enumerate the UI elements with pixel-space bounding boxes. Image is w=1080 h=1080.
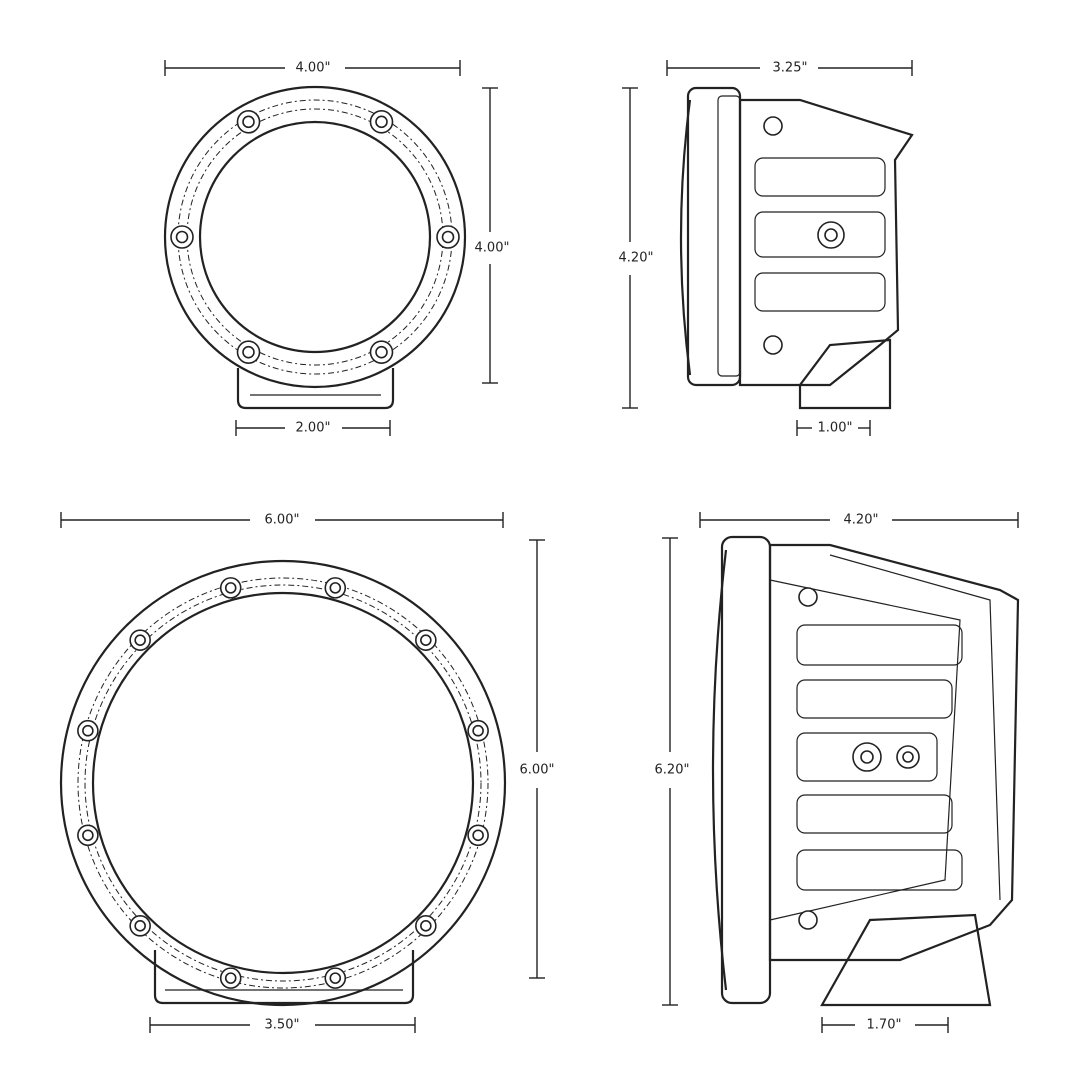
small-front-mount-label: 2.00" xyxy=(296,421,331,436)
bolt-icon xyxy=(224,972,237,984)
lens-outline-large xyxy=(91,591,475,975)
large-side-height-label: 6.20" xyxy=(655,763,690,778)
bolt-icon xyxy=(472,724,484,737)
small-front-view: 4.00" 4.00" 2.00" xyxy=(163,60,510,436)
large-front-view: 6.00" 6.00" 3.50" xyxy=(59,512,555,1033)
mount-bracket xyxy=(236,368,395,410)
bolt-icon xyxy=(472,829,484,842)
mount-bracket-large xyxy=(153,950,415,1005)
large-side-mount-label: 1.70" xyxy=(867,1018,902,1033)
mount-side xyxy=(798,338,892,410)
bolt-icon xyxy=(420,634,432,646)
bolt-icon xyxy=(242,115,255,129)
bolt-icon xyxy=(329,582,342,594)
bolt-icon xyxy=(175,230,189,244)
bolt-icon xyxy=(82,829,94,842)
bezel-outline-large xyxy=(59,559,507,1007)
small-side-height-label: 4.20" xyxy=(619,251,654,266)
housing-side-large xyxy=(768,543,1020,962)
bolt-icon xyxy=(329,972,342,984)
large-front-height-label: 6.00" xyxy=(520,763,555,778)
mount-side-large xyxy=(820,913,992,1007)
lens-outline xyxy=(198,120,432,354)
small-side-depth-label: 3.25" xyxy=(773,61,808,76)
bolt-icon xyxy=(134,920,146,932)
housing-side xyxy=(738,98,914,387)
bezel-outline xyxy=(163,85,467,389)
bolt-icon xyxy=(224,582,237,594)
small-side-view: 3.25" 4.20" 1.00" xyxy=(619,60,914,436)
large-front-width-label: 6.00" xyxy=(265,513,300,528)
small-front-height-label: 4.00" xyxy=(475,241,510,256)
small-front-width-label: 4.00" xyxy=(296,61,331,76)
small-side-mount-label: 1.00" xyxy=(818,421,853,436)
bolt-icon xyxy=(420,920,432,932)
bolt-icon xyxy=(82,724,94,737)
bolt-icon xyxy=(242,345,255,359)
large-side-view: 4.20" 6.20" 1.70" xyxy=(655,512,1020,1033)
bolt-icon xyxy=(375,115,388,129)
bolt-icon xyxy=(134,634,146,646)
bezel-side xyxy=(686,86,742,387)
bolt-icon xyxy=(375,345,388,359)
bolt-icon xyxy=(441,230,455,244)
bezel-side-large xyxy=(720,535,772,1005)
large-side-depth-label: 4.20" xyxy=(844,513,879,528)
large-front-mount-label: 3.50" xyxy=(265,1018,300,1033)
